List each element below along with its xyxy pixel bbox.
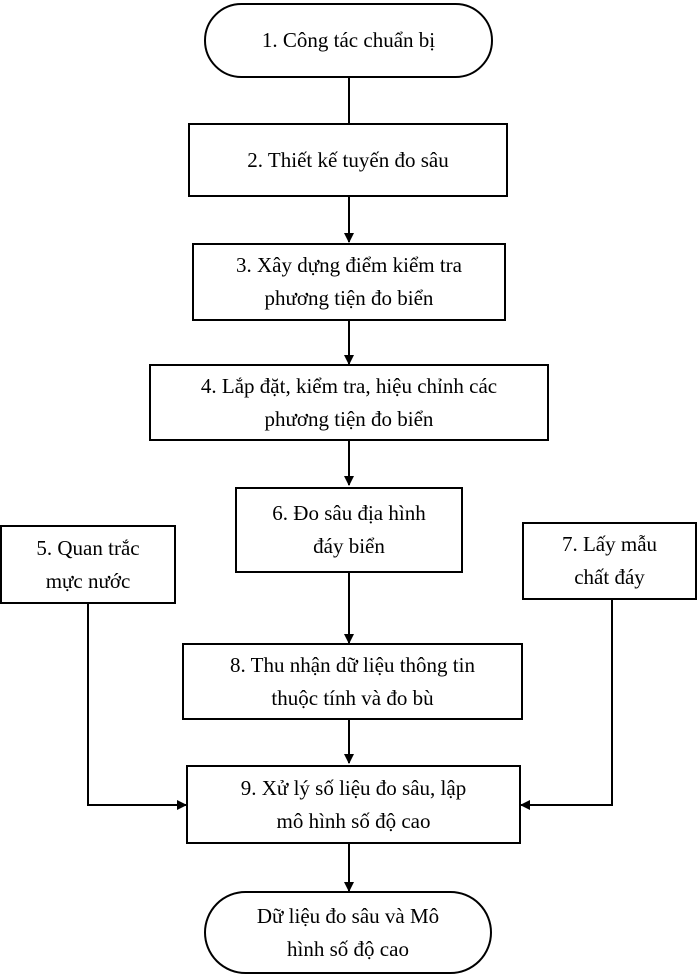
step-2-route-design: 2. Thiết kế tuyến đo sâu — [188, 123, 508, 197]
step-7-sediment-sampling: 7. Lấy mẫu chất đáy — [522, 522, 697, 600]
step-7-line-1: 7. Lấy mẫu — [561, 532, 658, 556]
arrow-n7-n9 — [520, 600, 613, 810]
arrow-n5-n9 — [87, 604, 187, 810]
step-6-line-2: đáy biển — [313, 534, 385, 558]
step-4-install-calibrate: 4. Lắp đặt, kiểm tra, hiệu chỉnh các phư… — [149, 364, 549, 441]
step-1-text: 1. Công tác chuẩn bị — [261, 28, 436, 52]
result-depth-data-dem: Dữ liệu đo sâu và Mô hình số độ cao — [204, 891, 492, 974]
step-6-depth-survey: 6. Đo sâu địa hình đáy biển — [235, 487, 463, 573]
step-8-line-1: 8. Thu nhận dữ liệu thông tin — [230, 652, 475, 677]
step-5-line-1: 5. Quan trắc — [36, 535, 140, 560]
step-9-line-1: 9. Xử lý số liệu đo sâu, lập — [240, 775, 467, 800]
step-3-line-2: phương tiện đo biển — [264, 286, 434, 310]
step-8-line-2: thuộc tính và đo bù — [271, 685, 434, 710]
step-1-preparation: 1. Công tác chuẩn bị — [204, 3, 493, 78]
step-8-data-acquisition: 8. Thu nhận dữ liệu thông tin thuộc tính… — [182, 643, 523, 720]
step-4-line-2: phương tiện đo biển — [264, 406, 434, 431]
step-6-line-1: 6. Đo sâu địa hình — [272, 501, 426, 525]
step-2-text: 2. Thiết kế tuyến đo sâu — [247, 147, 449, 172]
step-4-line-1: 4. Lắp đặt, kiểm tra, hiệu chỉnh các — [200, 373, 498, 398]
step-3-line-1: 3. Xây dựng điểm kiểm tra — [236, 253, 462, 277]
result-line-1: Dữ liệu đo sâu và Mô — [256, 903, 440, 928]
step-7-line-2: chất đáy — [574, 565, 645, 589]
step-9-data-processing: 9. Xử lý số liệu đo sâu, lập mô hình số … — [186, 765, 521, 844]
step-9-line-2: mô hình số độ cao — [276, 808, 431, 833]
result-line-2: hình số độ cao — [287, 936, 409, 961]
step-3-checkpoint-build: 3. Xây dựng điểm kiểm tra phương tiện đo… — [192, 243, 506, 321]
step-5-line-2: mực nước — [45, 568, 131, 593]
step-5-water-level: 5. Quan trắc mực nước — [0, 525, 176, 604]
